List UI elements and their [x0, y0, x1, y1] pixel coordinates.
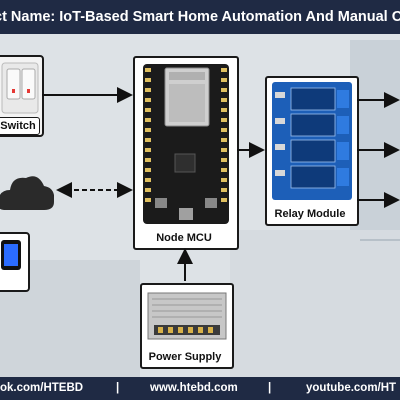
footer-sep-2: | — [268, 377, 271, 400]
footer-facebook: ok.com/HTEBD — [0, 377, 83, 400]
footer-website: www.htebd.com — [150, 377, 238, 400]
footer-youtube: youtube.com/HT — [306, 377, 396, 400]
footer-sep-1: | — [116, 377, 119, 400]
footer-bar: ok.com/HTEBD | www.htebd.com | youtube.c… — [0, 377, 400, 400]
